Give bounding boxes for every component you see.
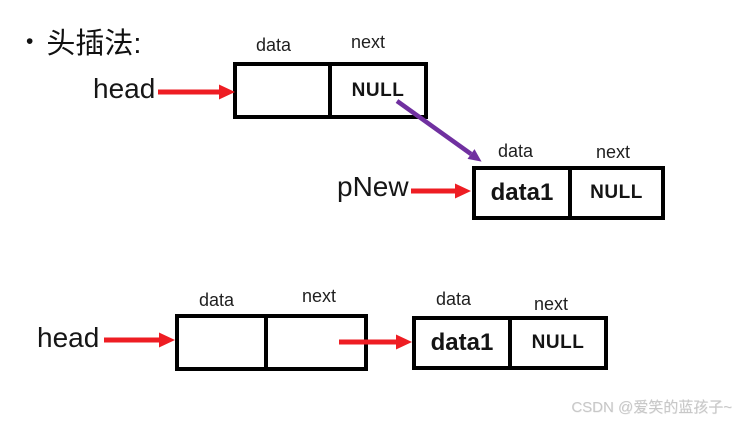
bottom-second-node-data-cell: data1 [416,320,512,366]
top-new-node-next-value: NULL [590,182,643,203]
bottom-first-node-data-label: data [199,290,235,310]
bottom-second-node-next-value: NULL [531,332,585,353]
bottom-first-node [175,314,368,371]
bottom-second-node-next-label: next [534,294,569,314]
bottom-first-node-next-cell [268,318,364,367]
head-pointer-label-top: head [93,73,156,104]
top-new-node: data1 NULL [472,166,665,220]
top-first-node-data-cell [237,66,332,115]
top-new-node-next-cell: NULL [572,170,661,216]
bottom-first-node-next-label: next [302,286,337,306]
bottom-first-node-data-cell [179,318,268,367]
top-first-node-next-cell: NULL [332,66,424,115]
top-first-node-next-value: NULL [351,79,405,101]
top-new-node-next-label: next [596,142,631,162]
top-first-node-data-label: data [256,35,292,55]
bullet-point: • [26,30,34,53]
top-first-node: NULL [233,62,428,119]
bottom-second-node-data-label: data [436,289,472,309]
pnew-pointer-label: pNew [337,171,409,202]
bottom-second-node-next-cell: NULL [512,320,604,366]
bottom-second-node-data-value: data1 [430,329,494,356]
head-pointer-label-bottom: head [37,322,100,353]
top-new-node-data-value: data1 [490,179,554,206]
top-new-node-data-label: data [498,141,534,161]
page-title: • 头插法: [26,20,141,62]
bottom-second-node: data1 NULL [412,316,608,370]
top-first-node-next-label: next [351,32,386,52]
title-text: 头插法: [46,28,142,60]
top-new-node-data-cell: data1 [476,170,572,216]
watermark: CSDN @爱笑的蓝孩子~ [571,399,732,416]
